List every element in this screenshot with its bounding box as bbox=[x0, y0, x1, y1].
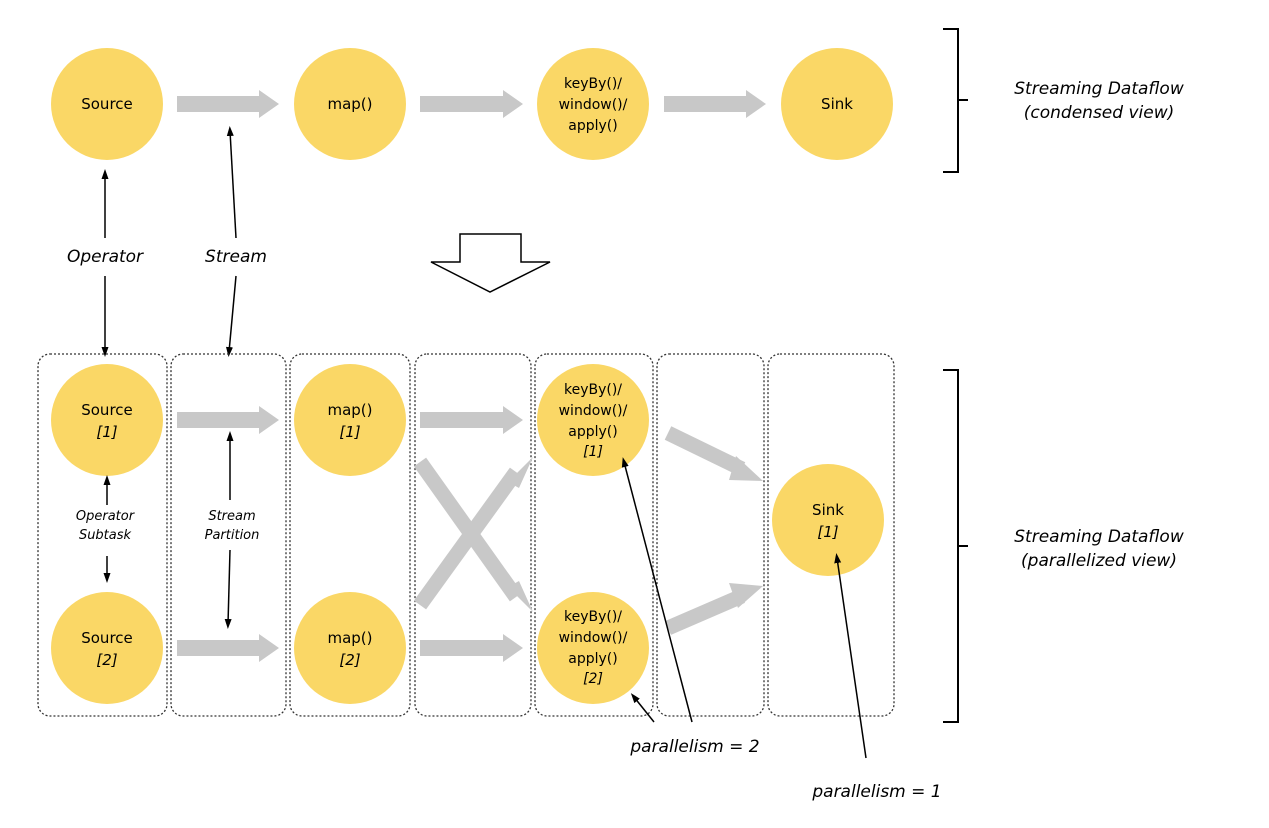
stream-partition-arrow bbox=[664, 426, 746, 476]
stream-partition-arrow-head bbox=[729, 456, 763, 481]
parallel-brace bbox=[943, 369, 968, 723]
parallel-columns bbox=[37, 353, 895, 717]
stream-label: Stream bbox=[205, 247, 267, 267]
subtask-node-sink-1 bbox=[772, 464, 884, 576]
stream-partition-cross-head bbox=[508, 581, 533, 612]
subtask-node-map-2 bbox=[294, 592, 406, 704]
source-1-label: Source bbox=[81, 401, 133, 419]
stream-partition-arrow bbox=[420, 406, 523, 434]
parallel-view-title: Streaming Dataflow bbox=[1014, 527, 1184, 547]
subtask-node-source-1 bbox=[51, 364, 163, 476]
column-source bbox=[37, 353, 168, 717]
stream-partition-arrow-head bbox=[729, 583, 763, 608]
operator-subtask-label-2: Subtask bbox=[79, 528, 132, 543]
source-2-label: Source bbox=[81, 629, 133, 647]
stream-partition-arrow bbox=[177, 634, 279, 662]
stream-partition-cross-head bbox=[508, 457, 533, 488]
parallelism-2-annotation: parallelism = 2 bbox=[621, 457, 760, 757]
keyby-label-line3: apply() bbox=[568, 118, 617, 134]
transform-down-arrow bbox=[430, 233, 551, 293]
subtask-node-keyby-1 bbox=[537, 364, 649, 476]
parallel-stream-arrows bbox=[177, 406, 763, 662]
subtask-node-keyby-2 bbox=[537, 592, 649, 704]
column-keyby bbox=[534, 353, 654, 717]
map-2-label: map() bbox=[327, 629, 372, 647]
parallel-nodes: Source [1] Source [2] map() [1] map() [2… bbox=[51, 364, 884, 704]
column-stream-2 bbox=[414, 353, 532, 717]
source-1-index: [1] bbox=[96, 423, 117, 441]
keyby-2-line3: apply() bbox=[568, 651, 617, 667]
column-stream-3 bbox=[656, 353, 765, 717]
map-label: map() bbox=[327, 95, 372, 113]
map-1-label: map() bbox=[327, 401, 372, 419]
column-map bbox=[289, 353, 411, 717]
operator-subtask-annotation: Operator Subtask bbox=[76, 475, 136, 583]
keyby-2-index: [2] bbox=[583, 671, 603, 687]
column-stream-1 bbox=[170, 353, 287, 717]
operator-node-map bbox=[294, 48, 406, 160]
operator-node-sink bbox=[781, 48, 893, 160]
condensed-brace bbox=[943, 28, 968, 173]
stream-partition-arrow bbox=[177, 406, 279, 434]
keyby-1-line1: keyBy()/ bbox=[564, 382, 622, 398]
source-2-index: [2] bbox=[96, 651, 117, 669]
stream-arrow bbox=[177, 90, 279, 118]
operator-label: Operator bbox=[67, 247, 144, 267]
sink-1-label: Sink bbox=[812, 501, 844, 519]
operator-node-keyby bbox=[537, 48, 649, 160]
source-label: Source bbox=[81, 95, 133, 113]
keyby-label-line2: window()/ bbox=[559, 97, 628, 113]
stream-annotation: Stream bbox=[205, 126, 267, 357]
map-1-index: [1] bbox=[339, 423, 360, 441]
parallel-view-subtitle: (parallelized view) bbox=[1021, 551, 1177, 571]
operator-node-source bbox=[51, 48, 163, 160]
map-2-index: [2] bbox=[339, 651, 360, 669]
parallelism-1-label: parallelism = 1 bbox=[811, 782, 941, 802]
sink-1-index: [1] bbox=[817, 523, 838, 541]
keyby-label-line1: keyBy()/ bbox=[564, 76, 622, 92]
condensed-view: Source map() keyBy()/ window()/ apply() … bbox=[51, 28, 1184, 173]
stream-arrow bbox=[420, 90, 523, 118]
sink-label: Sink bbox=[821, 95, 853, 113]
keyby-1-line3: apply() bbox=[568, 424, 617, 440]
subtask-node-source-2 bbox=[51, 592, 163, 704]
stream-partition-cross bbox=[413, 467, 523, 610]
stream-partition-arrow bbox=[420, 634, 523, 662]
keyby-2-line1: keyBy()/ bbox=[564, 609, 622, 625]
keyby-1-index: [1] bbox=[583, 444, 603, 460]
keyby-2-line2: window()/ bbox=[559, 630, 628, 646]
subtask-node-map-1 bbox=[294, 364, 406, 476]
stream-partition-annotation: Stream Partition bbox=[205, 431, 260, 629]
stream-arrow bbox=[664, 90, 766, 118]
stream-partition-label-1: Stream bbox=[208, 509, 255, 524]
parallelism-2-label: parallelism = 2 bbox=[629, 737, 759, 757]
parallelism-1-annotation: parallelism = 1 bbox=[811, 553, 942, 802]
stream-partition-arrow bbox=[665, 589, 745, 635]
condensed-view-subtitle: (condensed view) bbox=[1024, 103, 1174, 123]
keyby-1-line2: window()/ bbox=[559, 403, 628, 419]
operator-subtask-label-1: Operator bbox=[76, 509, 136, 524]
operator-annotation: Operator bbox=[67, 169, 144, 357]
column-sink bbox=[767, 353, 895, 717]
condensed-view-title: Streaming Dataflow bbox=[1014, 79, 1184, 99]
stream-partition-label-2: Partition bbox=[205, 528, 260, 543]
